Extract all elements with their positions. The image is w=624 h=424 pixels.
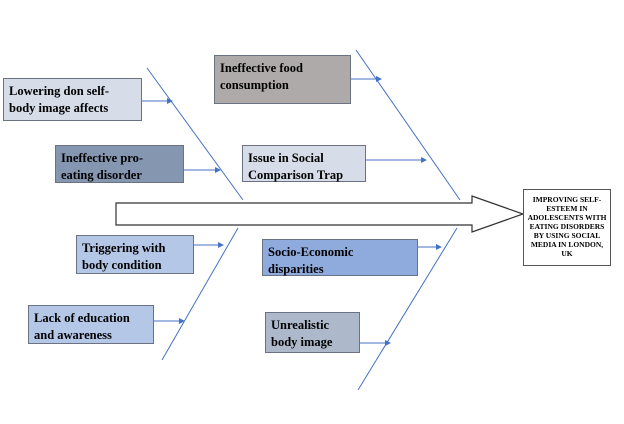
rib-upper-right <box>355 49 461 201</box>
cause-box-unrealistic-body-image: Unrealistic body image <box>265 312 360 353</box>
rib-lower-left <box>161 227 239 361</box>
cause-box-social-comparison-trap: Issue in Social Comparison Trap <box>242 145 366 182</box>
rib-upper-left <box>146 67 244 201</box>
cause-box-ineffective-food-consumption: Ineffective food consumption <box>214 55 351 104</box>
effect-box: IMPROVING SELF-ESTEEM IN ADOLESCENTS WIT… <box>523 189 611 266</box>
cause-box-lowering-self-body-image: Lowering don self- body image affects <box>3 78 142 121</box>
rib-lower-right <box>357 227 458 391</box>
cause-box-ineffective-pro-eating: Ineffective pro- eating disorder <box>55 145 184 183</box>
cause-box-lack-of-education: Lack of education and awareness <box>28 305 154 344</box>
spine-arrow <box>115 195 525 233</box>
cause-box-triggering-body-condition: Triggering with body condition <box>76 235 194 274</box>
cause-box-socio-economic-disparities: Socio-Economic disparities <box>262 239 418 276</box>
